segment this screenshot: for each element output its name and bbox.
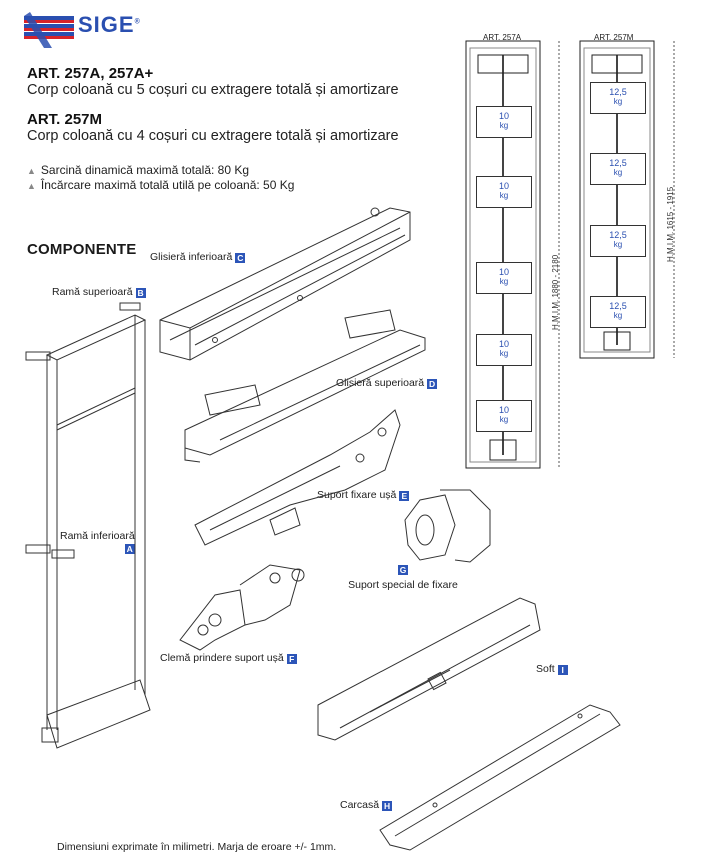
basket: 10 kg — [476, 262, 532, 294]
letter-badge-f: F — [286, 654, 297, 664]
article-description-257m: Corp coloană cu 4 coșuri cu extragere to… — [27, 128, 399, 144]
drawing-header-257a: ART. 257A — [483, 33, 522, 42]
dimension-label-257m: H.M.I.M. 1615 - 1915 — [666, 186, 675, 262]
upper-rail-drawing — [184, 309, 426, 463]
special-support-drawing — [404, 489, 491, 563]
letter-badge-i: I — [557, 665, 568, 675]
section-title-components: COMPONENTE — [27, 241, 137, 258]
triangle-icon: ▲ — [27, 166, 36, 176]
footer-note: Dimensiuni exprimate în milimetri. Marja… — [57, 841, 337, 853]
article-title-257m: ART. 257M — [27, 111, 103, 128]
basket: 12,5 kg — [590, 153, 646, 185]
spec-dynamic-load: ▲Sarcină dinamică maximă totală: 80 Kg — [27, 163, 250, 177]
letter-badge-a: A — [124, 544, 135, 554]
basket: 10 kg — [476, 176, 532, 208]
basket: 12,5 kg — [590, 296, 646, 328]
basket: 12,5 kg — [590, 82, 646, 114]
soft-rail-drawing — [317, 597, 541, 741]
cover-drawing — [379, 704, 621, 851]
lower-rail-drawing — [159, 207, 411, 361]
frame-drawing — [25, 302, 151, 749]
basket: 10 kg — [476, 400, 532, 432]
drawing-header-257m: ART. 257M — [594, 33, 634, 42]
letter-badge-g: G — [398, 565, 408, 575]
door-clip-drawing — [179, 564, 305, 651]
letter-badge-h: H — [382, 801, 393, 811]
dimension-label-257a: H.M.I.M. 1880 - 2180 — [551, 254, 560, 330]
brand-name: SIGE® — [78, 12, 141, 37]
spec-max-load: ▲Încărcare maximă totală utilă pe coloan… — [27, 178, 295, 192]
component-label-g: G Suport special de fixare — [348, 565, 458, 591]
door-support-drawing — [194, 409, 401, 546]
letter-badge-b: B — [135, 288, 146, 298]
letter-badge-d: D — [427, 379, 438, 389]
triangle-icon: ▲ — [27, 181, 36, 191]
article-title-257a: ART. 257A, 257A+ — [27, 65, 154, 82]
sige-logo — [24, 12, 74, 48]
letter-badge-c: C — [235, 253, 246, 263]
basket: 10 kg — [476, 334, 532, 366]
letter-badge-e: E — [399, 491, 410, 501]
component-label-a: Ramă inferioară A — [60, 530, 135, 554]
basket: 12,5 kg — [590, 225, 646, 257]
article-description-257a: Corp coloană cu 5 coșuri cu extragere to… — [27, 82, 399, 98]
basket: 10 kg — [476, 106, 532, 138]
